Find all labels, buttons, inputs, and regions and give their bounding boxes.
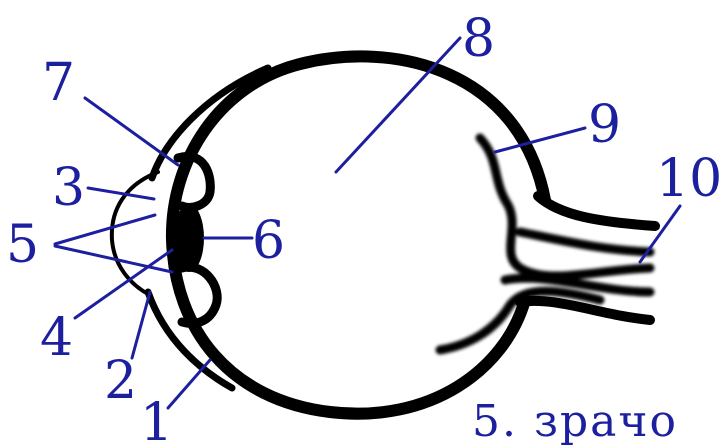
caption: 5. зрачо	[472, 396, 678, 445]
label-3: 3	[52, 158, 85, 218]
leader-5a	[55, 215, 155, 244]
leader-2	[132, 292, 150, 358]
label-4: 4	[40, 308, 73, 368]
optic-nerve-sheath-bottom	[520, 301, 650, 320]
label-5: 5	[6, 215, 39, 275]
leader-1	[168, 360, 210, 408]
optic-nerve-sheath-top	[538, 196, 655, 226]
leader-7	[85, 98, 178, 165]
label-2: 2	[104, 351, 137, 411]
leader-9	[495, 128, 585, 152]
label-1: 1	[140, 393, 173, 445]
lens	[174, 204, 204, 272]
label-7: 7	[42, 53, 75, 113]
label-6: 6	[252, 211, 285, 271]
leader-10	[640, 206, 680, 262]
label-10: 10	[656, 149, 722, 209]
sclera-outline	[172, 56, 545, 413]
label-8: 8	[462, 9, 495, 69]
label-9: 9	[588, 95, 621, 155]
